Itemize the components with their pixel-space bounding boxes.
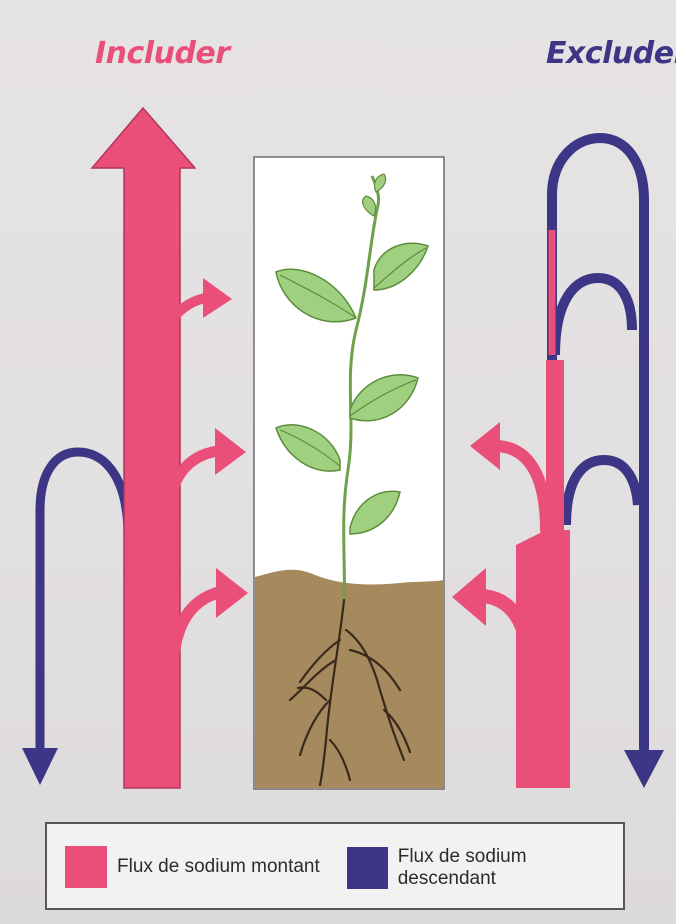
legend-label-downward: Flux de sodium descendant <box>398 846 623 890</box>
downward-flux-swatch <box>347 847 388 889</box>
legend: Flux de sodium montant Flux de sodium de… <box>45 822 625 910</box>
upward-flux-branch <box>498 446 546 530</box>
excluder-flux <box>452 138 664 788</box>
upward-flux-branch-arrowhead <box>215 428 246 475</box>
legend-item-downward: Flux de sodium descendant <box>347 846 623 890</box>
upward-flux-main-trunk <box>516 360 570 788</box>
upward-flux-branch-arrowhead <box>216 568 248 618</box>
excluder-title: Excluder <box>546 36 676 71</box>
legend-item-upward: Flux de sodium montant <box>65 846 320 888</box>
upward-flux-main-arrow <box>92 108 195 788</box>
downward-flux-arrowhead <box>22 748 58 785</box>
upward-flux-swatch <box>65 846 107 888</box>
downward-flux-arrowhead <box>624 750 664 788</box>
upward-flux-branch-arrowhead <box>203 278 232 318</box>
downward-flux-arch <box>40 452 128 752</box>
includer-flux <box>22 108 248 788</box>
upward-flux-branch-arrowhead <box>452 568 486 626</box>
legend-label-upward: Flux de sodium montant <box>117 856 320 878</box>
downward-flux-arch <box>566 460 638 525</box>
soil <box>255 570 443 788</box>
includer-title: Includer <box>95 36 230 71</box>
upward-flux-branch-arrowhead <box>470 422 500 470</box>
plant-panel <box>254 157 444 789</box>
downward-flux-arch <box>555 278 632 355</box>
